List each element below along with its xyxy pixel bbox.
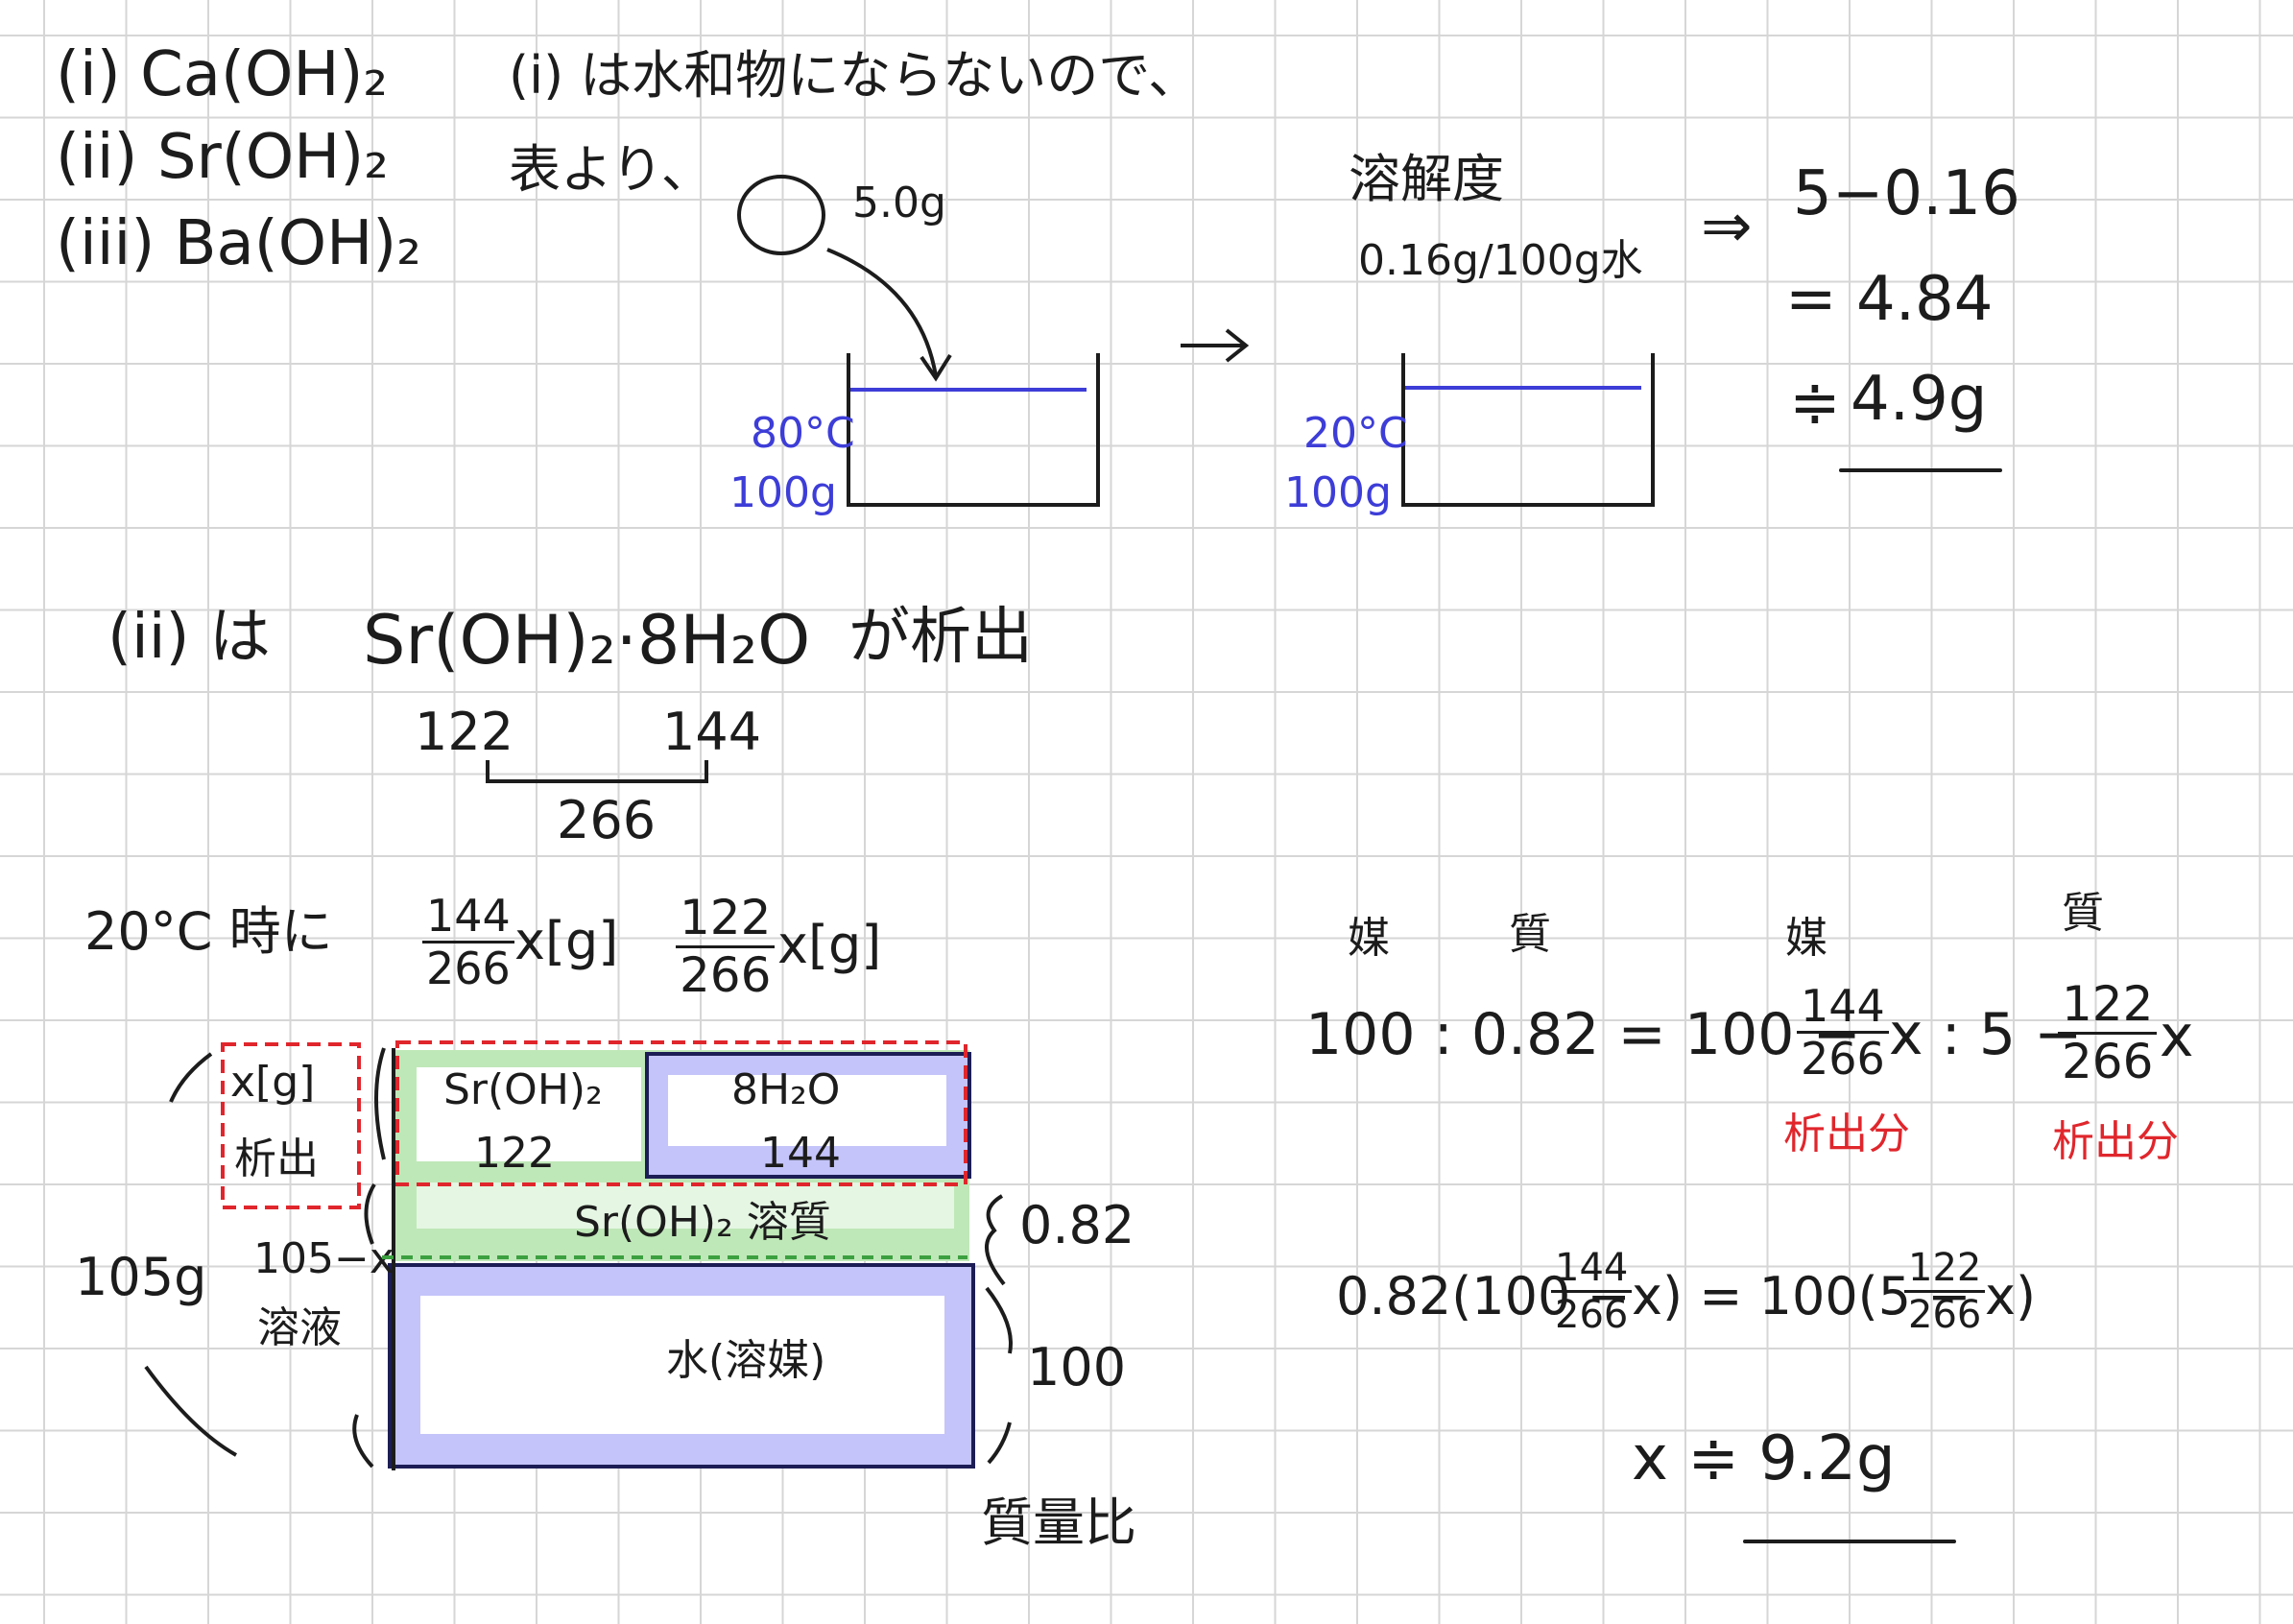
head-solute-1: 質 — [1509, 910, 1551, 959]
solute-inner — [417, 1182, 954, 1229]
water-cell-inner — [668, 1075, 946, 1146]
brace-crystal — [374, 1047, 386, 1160]
calc-answer-underline — [1839, 468, 2002, 472]
sr-cell-inner — [417, 1067, 641, 1161]
solubility-label: 溶解度 — [1349, 149, 1504, 209]
equation-fraction-122-den: 266 — [2062, 1033, 2154, 1089]
beaker1-mass: 100g — [729, 468, 837, 517]
calc-line2: = 4.84 — [1785, 264, 1994, 335]
molar-mass-water: 144 — [662, 702, 762, 762]
solvent-inner — [420, 1296, 944, 1434]
final-answer: x ≑ 9.2g — [1632, 1423, 1896, 1494]
beaker-80c — [847, 353, 1100, 507]
equation2-c: x) — [1985, 1266, 2037, 1326]
solid-circle-icon — [737, 175, 825, 255]
calc-line1: 5−0.16 — [1793, 158, 2020, 229]
equation2-fraction-122-num: 122 — [1904, 1248, 1986, 1293]
molar-mass-bracket — [486, 760, 708, 783]
equation-fraction-144-den: 266 — [1801, 1033, 1885, 1086]
brace-solvent-ratio-top — [985, 1286, 1013, 1354]
equation-fraction-144: 144 266 — [1797, 983, 1889, 1083]
drop-arrow-icon — [826, 248, 938, 377]
cell-sr-mass: 122 — [474, 1129, 555, 1178]
equation-fraction-122-num: 122 — [2058, 979, 2158, 1035]
right-arrow-icon — [1181, 328, 1250, 363]
solvent-ratio: 100 — [1027, 1337, 1127, 1397]
fraction-122-266: 122 266 — [676, 893, 776, 1003]
fraction-122-266-num: 122 — [676, 893, 776, 948]
head-solute-2: 質 — [2062, 889, 2104, 938]
equation2-fraction-144-den: 266 — [1555, 1293, 1629, 1337]
drop-arrowhead-icon — [920, 353, 952, 382]
total-mass: 105g — [75, 1247, 207, 1307]
part-ii-suffix: が析出 — [848, 602, 1033, 673]
equation-mid: x : 5 − — [1889, 1001, 2083, 1068]
diagram-temp-label: 20°C 時に — [84, 901, 333, 962]
beaker2-temp: 20°C — [1303, 409, 1408, 458]
fraction-122-suffix: x[g] — [777, 915, 882, 975]
water-level-80c — [850, 388, 1087, 392]
solution-label: 溶液 — [257, 1303, 342, 1352]
precip-mass: x[g] — [230, 1058, 316, 1107]
beaker2-mass: 100g — [1284, 468, 1392, 517]
solubility-value: 0.16g/100g水 — [1358, 236, 1643, 285]
cell-water-formula: 8H₂O — [731, 1065, 841, 1114]
mass-ratio-label: 質量比 — [981, 1493, 1136, 1553]
calc-line3-prefix: ≑ — [1789, 368, 1841, 439]
part-i-note-line1: (i) は水和物にならないので、 — [509, 45, 1201, 106]
equation-fraction-144-num: 144 — [1797, 983, 1889, 1035]
fraction-144-266-den: 266 — [426, 943, 511, 995]
part-ii-prefix: (ii) は — [107, 602, 271, 673]
equation2-fraction-144-num: 144 — [1551, 1248, 1633, 1293]
added-mass: 5.0g — [852, 179, 946, 227]
equation-var: x — [2160, 1003, 2194, 1070]
brace-solute-ratio — [985, 1194, 1006, 1286]
equation2-fraction-122-den: 266 — [1908, 1293, 1982, 1337]
equation-fraction-122: 122 266 — [2058, 979, 2158, 1089]
fraction-144-266-num: 144 — [422, 893, 514, 944]
list-item-i: (i) Ca(OH)₂ — [56, 39, 389, 110]
equation2-a: 0.82(100 − — [1336, 1266, 1631, 1326]
brace-solvent-ratio-bottom — [987, 1421, 1012, 1465]
calc-answer: 4.9g — [1851, 364, 1988, 435]
fraction-122-266-den: 266 — [680, 946, 772, 1003]
part-ii-formula: Sr(OH)₂·8H₂O — [363, 601, 811, 680]
brace-solution-bottom — [352, 1414, 374, 1469]
equation2-fraction-144: 144 266 — [1551, 1248, 1633, 1337]
head-solvent-1: 媒 — [1348, 914, 1390, 963]
precip-part-2: 析出分 — [2052, 1117, 2179, 1166]
solute-label: Sr(OH)₂ 溶質 — [574, 1198, 831, 1247]
crystal-red-dashed-box — [395, 1040, 967, 1186]
implies-symbol: ⇒ — [1701, 191, 1753, 262]
part-i-note-line2: 表より、 — [509, 139, 713, 200]
water-level-20c — [1405, 386, 1641, 390]
brace-solution-top — [364, 1182, 376, 1245]
cell-sr-formula: Sr(OH)₂ — [443, 1065, 603, 1114]
brace-precip-top — [169, 1052, 213, 1103]
molar-mass-sr: 122 — [415, 702, 514, 762]
beaker1-temp: 80°C — [751, 409, 855, 458]
precip-red-dashed-box — [221, 1042, 361, 1209]
fraction-144-266: 144 266 — [422, 893, 514, 992]
head-solvent-2: 媒 — [1785, 914, 1827, 963]
final-answer-underline — [1743, 1540, 1956, 1543]
precip-part-1: 析出分 — [1783, 1110, 1910, 1158]
equation-lhs: 100 : 0.82 = 100 − — [1305, 1001, 1861, 1068]
cell-water-mass: 144 — [760, 1129, 841, 1178]
molar-mass-total: 266 — [557, 790, 657, 850]
solvent-label: 水(溶媒) — [666, 1336, 826, 1385]
list-item-ii: (ii) Sr(OH)₂ — [56, 122, 389, 193]
equation2-b: x) = 100(5 − — [1632, 1266, 1971, 1326]
equation2-fraction-122: 122 266 — [1904, 1248, 1986, 1337]
list-item-iii: (iii) Ba(OH)₂ — [56, 208, 421, 279]
solute-ratio: 0.82 — [1019, 1195, 1135, 1255]
brace-total — [144, 1365, 237, 1457]
solution-mass: 105−x — [253, 1234, 394, 1283]
beaker-20c — [1401, 353, 1655, 507]
fraction-144-suffix: x[g] — [514, 911, 619, 971]
precip-label: 析出 — [234, 1134, 319, 1183]
